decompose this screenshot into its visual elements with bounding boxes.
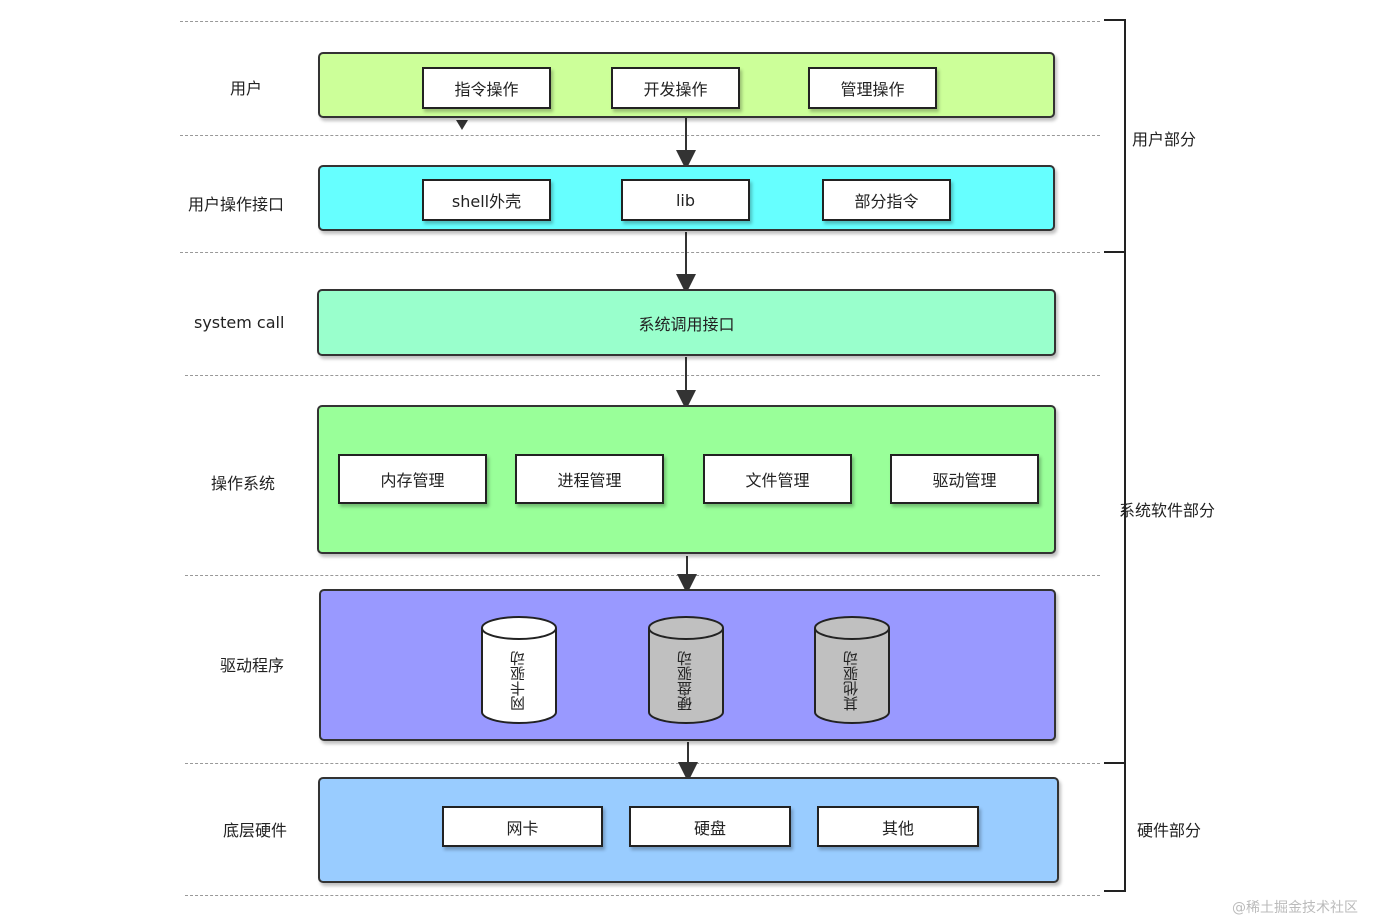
small-arrowhead	[456, 120, 468, 130]
system-call-layer	[317, 289, 1056, 356]
hardware-item-nic: 网卡	[442, 806, 603, 847]
layer-label-user: 用户	[230, 79, 263, 98]
user-item-admin-op: 管理操作	[808, 67, 937, 109]
separator-line	[185, 895, 1100, 896]
separator-line	[180, 252, 1100, 253]
bracket-hardware-part	[1104, 762, 1126, 892]
hardware-item-other: 其他	[817, 806, 979, 847]
cylinder-nic-driver	[481, 616, 557, 724]
os-item-memory: 内存管理	[338, 454, 487, 504]
layer-label-drivers: 驱动程序	[220, 656, 285, 675]
part-label-system-software: 系统软件部分	[1119, 501, 1216, 520]
system-call-text: 系统调用接口	[638, 314, 735, 334]
cylinder-disk-driver	[648, 616, 724, 724]
layer-label-system-call: system call	[194, 313, 285, 332]
interface-item-lib: lib	[621, 179, 750, 221]
layer-label-os: 操作系统	[211, 474, 276, 493]
interface-item-partial-commands: 部分指令	[822, 179, 951, 221]
separator-line	[185, 375, 1100, 376]
interface-item-shell: shell外壳	[422, 179, 551, 221]
separator-line	[185, 575, 1100, 576]
hardware-item-disk: 硬盘	[629, 806, 791, 847]
watermark: @稀土掘金技术社区	[1232, 900, 1358, 916]
cylinder-other-driver	[814, 616, 890, 724]
separator-line	[180, 135, 1100, 136]
user-item-command-op: 指令操作	[422, 67, 551, 109]
part-label-hardware: 硬件部分	[1137, 821, 1202, 840]
cylinder-label-nic-driver: 网卡驱动	[509, 651, 527, 711]
os-item-file: 文件管理	[703, 454, 852, 504]
layer-label-hardware: 底层硬件	[223, 821, 288, 840]
layer-label-user-interface: 用户操作接口	[188, 195, 285, 214]
os-item-driver-mgmt: 驱动管理	[890, 454, 1039, 504]
cylinder-label-other-driver: 其他驱动	[842, 651, 860, 711]
cylinder-label-disk-driver: 硬盘驱动	[676, 651, 694, 711]
bracket-user-part	[1104, 19, 1126, 253]
part-label-user: 用户部分	[1132, 130, 1197, 149]
os-item-process: 进程管理	[515, 454, 664, 504]
separator-line	[180, 21, 1100, 22]
separator-line	[185, 763, 1100, 764]
user-item-dev-op: 开发操作	[611, 67, 740, 109]
